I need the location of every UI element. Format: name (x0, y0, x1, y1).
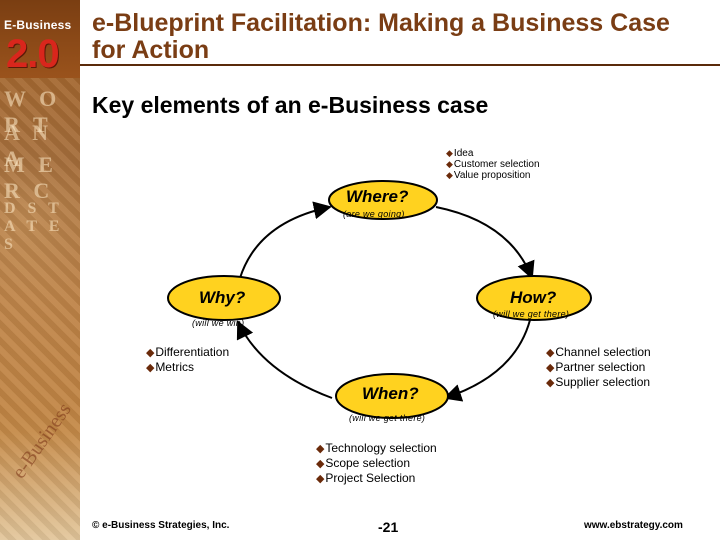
node-why (167, 275, 281, 321)
strip-word: W O R T (4, 86, 61, 137)
node-where (328, 180, 438, 220)
page-number: -21 (378, 519, 399, 535)
logo-top-text: E-Business (4, 18, 72, 32)
how-label: How? (510, 288, 557, 307)
list-item: ◆Project Selection (316, 471, 416, 485)
list-item: ◆Supplier selection (546, 375, 651, 389)
slide-subtitle: Key elements of an e-Business case (92, 92, 489, 118)
logo-version: 2.0 (6, 32, 60, 76)
decorative-side-strip: W O R T A N A M E R C D S T A T E S e-Bu… (0, 0, 80, 540)
list-item: ◆Differentiation (146, 345, 230, 359)
how-sub: (will we get there) (493, 309, 570, 319)
diamond-bullet-icon: ◆ (446, 148, 453, 158)
diamond-bullet-icon: ◆ (446, 159, 453, 169)
when-label: When? (362, 384, 419, 403)
diamond-bullet-icon: ◆ (316, 458, 325, 470)
arrow-where-to-how (435, 206, 535, 280)
diamond-bullet-icon: ◆ (546, 362, 555, 374)
strip-word: M E R C (4, 152, 57, 203)
diamond-bullet-icon: ◆ (446, 170, 453, 180)
list-item: ◆Value proposition (446, 170, 531, 181)
diamond-bullet-icon: ◆ (146, 347, 155, 359)
slide-title: e-Blueprint Facilitation: Making a Busin… (92, 9, 670, 64)
where-sub: (are we going) (343, 209, 405, 219)
strip-texture (0, 0, 80, 540)
diamond-bullet-icon: ◆ (146, 362, 155, 374)
why-bullets: ◆Differentiation ◆Metrics (146, 345, 229, 375)
when-sub: (will we get there) (349, 413, 426, 423)
node-how (476, 275, 592, 321)
logo: E-Business 2.0 (0, 0, 80, 78)
arrow-when-to-why (236, 320, 333, 399)
list-item: ◆Metrics (146, 360, 194, 374)
arrow-how-to-when (443, 319, 531, 402)
footer-url[interactable]: www.ebstrategy.com (584, 520, 683, 531)
list-item: ◆Scope selection (316, 456, 411, 470)
node-when (335, 373, 449, 419)
diamond-bullet-icon: ◆ (316, 443, 325, 455)
where-label: Where? (346, 187, 409, 206)
why-label: Why? (199, 288, 246, 307)
how-bullets: ◆Channel selection ◆Partner selection ◆S… (546, 345, 651, 390)
where-bullets: ◆Idea ◆Customer selection ◆Value proposi… (446, 148, 540, 181)
list-item: ◆Idea (446, 148, 474, 159)
list-item: ◆Partner selection (546, 360, 646, 374)
why-sub: (will we win) (192, 318, 245, 328)
arrow-why-to-where (239, 201, 332, 279)
list-item: ◆Technology selection (316, 441, 437, 455)
strip-word: A N A (4, 120, 53, 171)
diamond-bullet-icon: ◆ (546, 377, 555, 389)
list-item: ◆Customer selection (446, 159, 540, 170)
list-item: ◆Channel selection (546, 345, 651, 359)
when-bullets: ◆Technology selection ◆Scope selection ◆… (316, 441, 437, 486)
footer-copyright: © e-Business Strategies, Inc. (92, 520, 230, 531)
strip-word: D S T A T E S (4, 200, 64, 253)
diamond-bullet-icon: ◆ (316, 473, 325, 485)
title-divider (80, 64, 720, 66)
diamond-bullet-icon: ◆ (546, 347, 555, 359)
